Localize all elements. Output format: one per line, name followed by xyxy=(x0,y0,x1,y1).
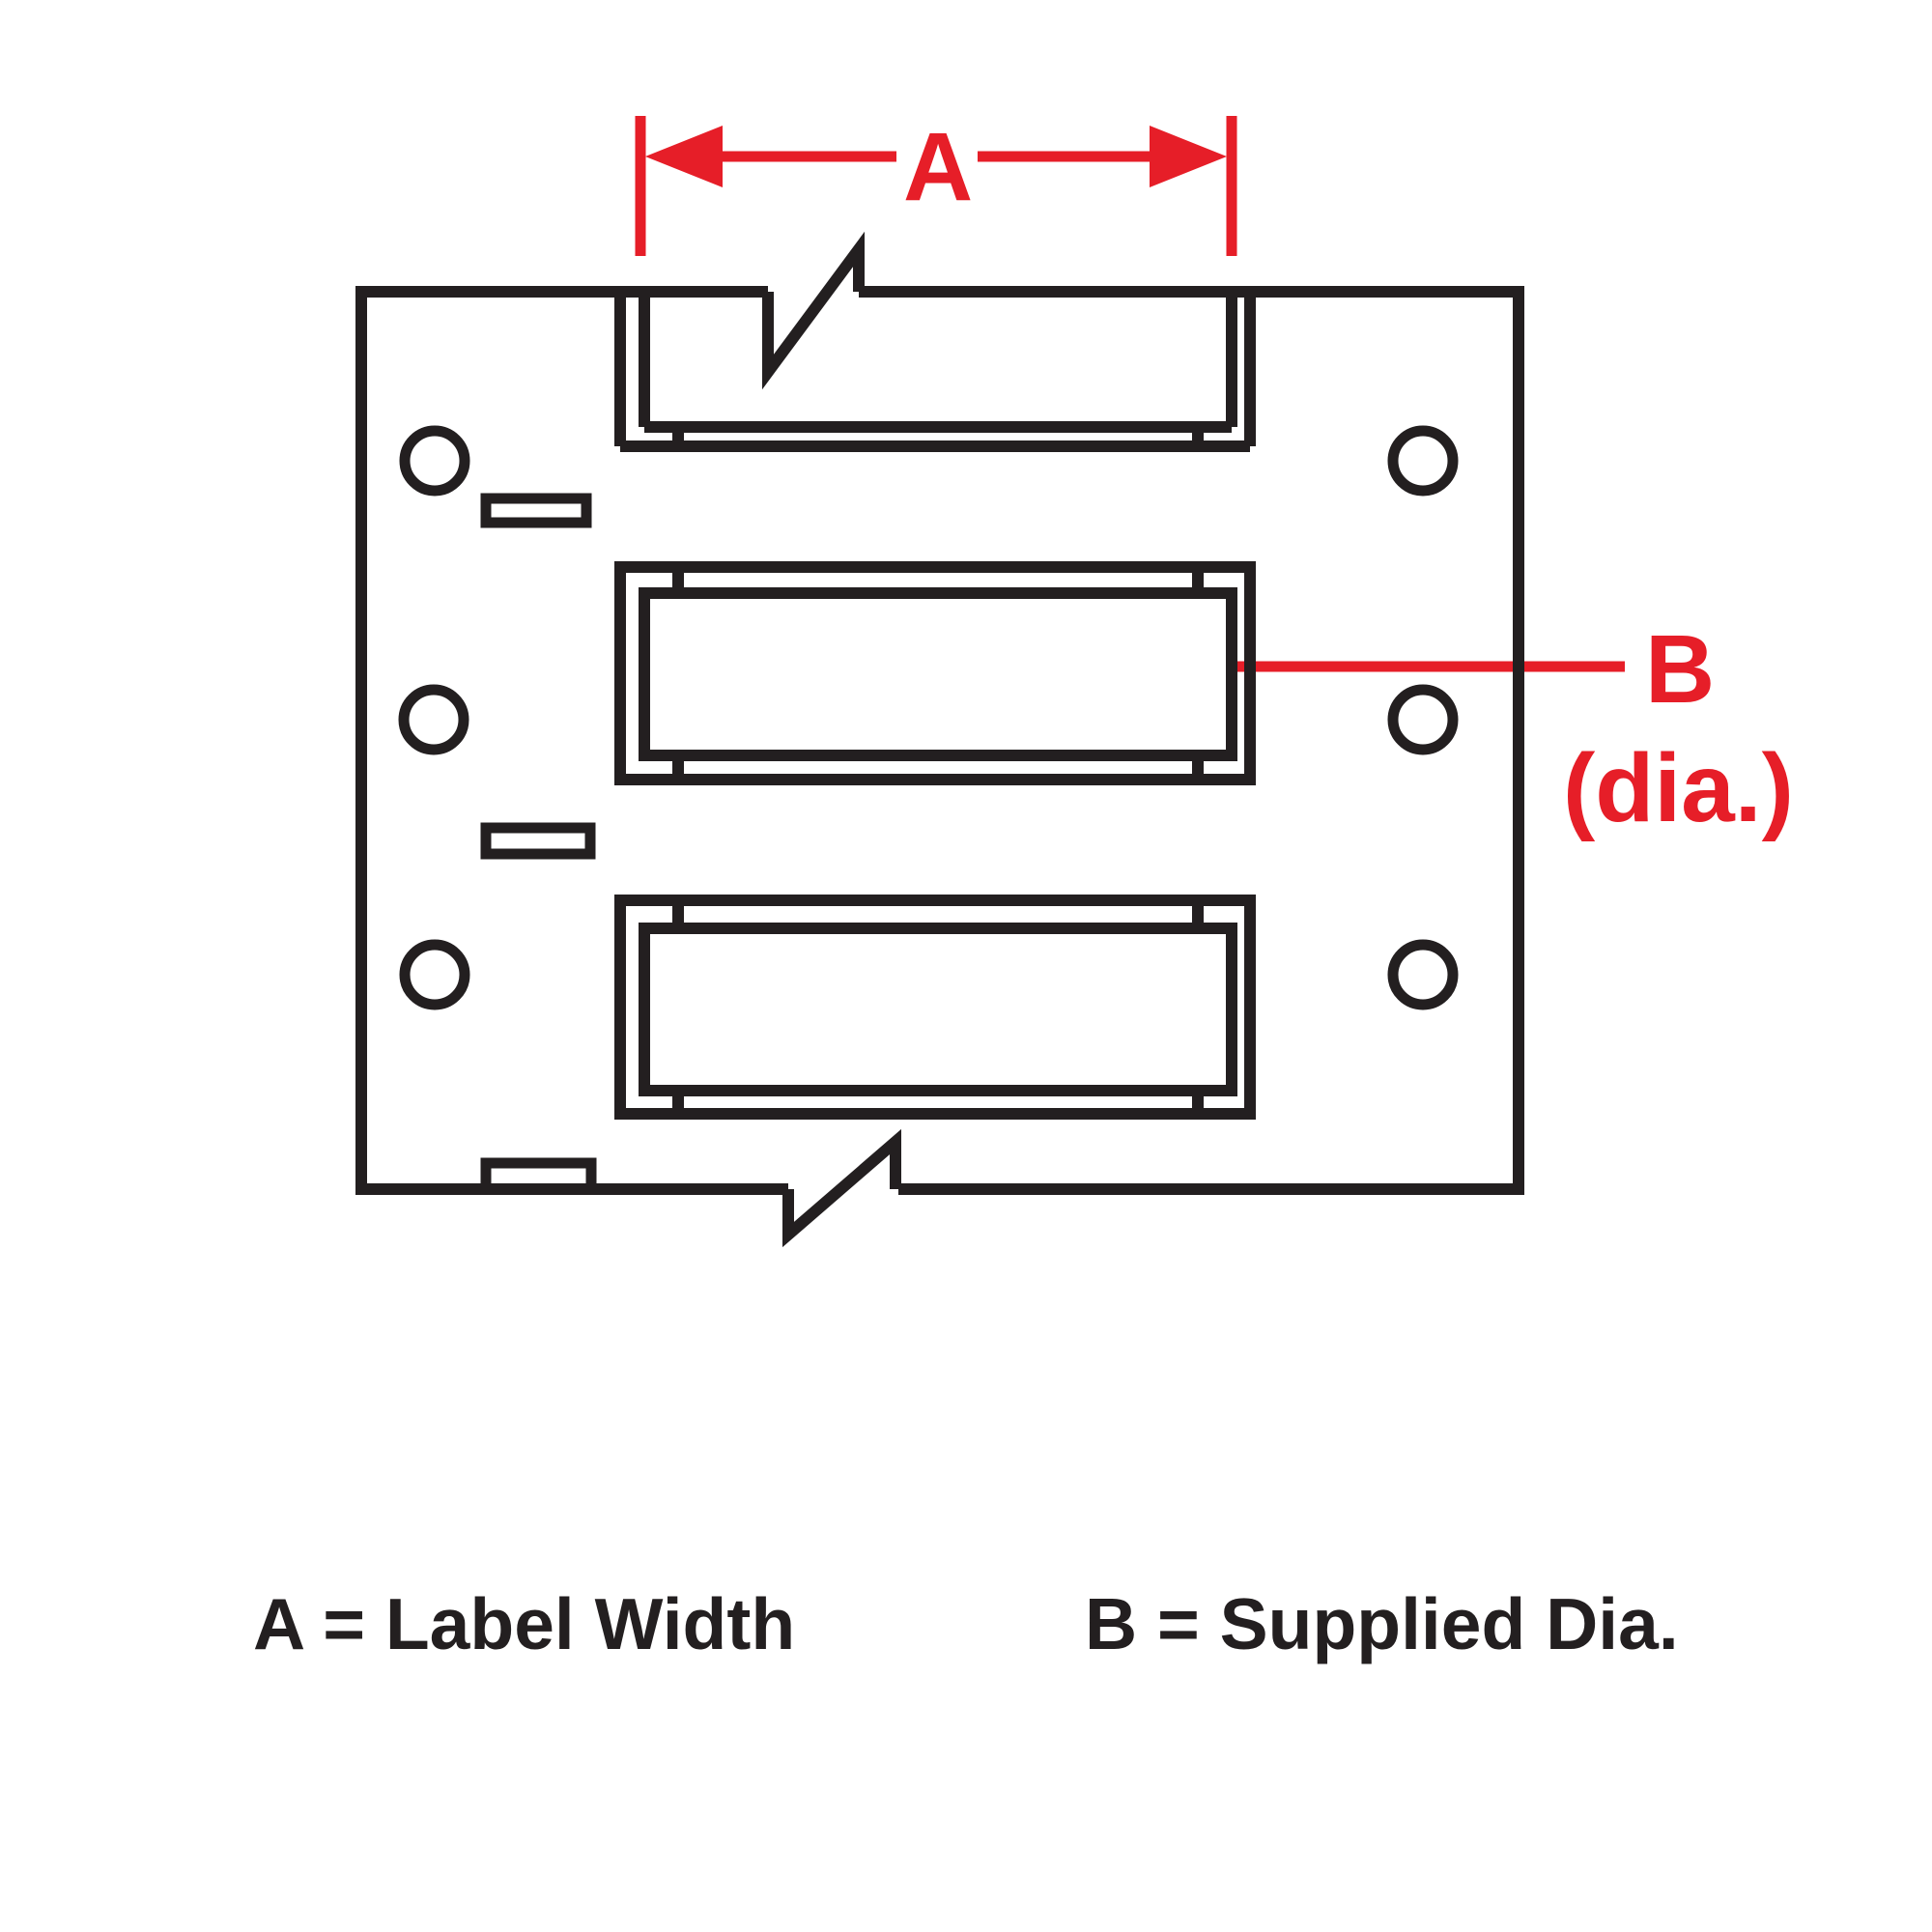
dim-a-label: A xyxy=(903,113,974,221)
sleeve2-inner xyxy=(639,587,1237,761)
dim-a-arrow xyxy=(635,116,1237,256)
caption-label-width: A = Label Width xyxy=(253,1583,796,1664)
registration-slots xyxy=(480,493,597,1195)
feed-hole-left-3 xyxy=(399,939,470,1010)
sleeve-row-bottom xyxy=(614,895,1256,1120)
top-break-zigzag xyxy=(762,231,865,390)
sleeve-row-top xyxy=(614,292,1256,452)
dim-a-arrowhead-left xyxy=(645,126,723,187)
bottom-break-zigzag xyxy=(782,1128,901,1248)
caption-supplied-dia: B = Supplied Dia. xyxy=(1085,1583,1679,1664)
sleeve2-outer xyxy=(614,561,1256,785)
slot-3 xyxy=(480,1157,597,1195)
slot-2 xyxy=(480,822,596,860)
dim-a-arrowhead-right xyxy=(1150,126,1227,187)
feed-hole-right-2 xyxy=(1387,684,1459,755)
slot-1 xyxy=(480,493,592,528)
sleeve-row-middle xyxy=(614,561,1256,785)
dim-b-sublabel: (dia.) xyxy=(1563,734,1794,842)
feed-hole-left-2 xyxy=(398,684,469,755)
sleeve3-outer xyxy=(614,895,1256,1120)
feed-hole-right-1 xyxy=(1387,425,1459,497)
feed-hole-left-1 xyxy=(399,425,470,497)
sleeve1-fold-steps xyxy=(672,427,1204,446)
dim-b-label: B xyxy=(1645,615,1716,724)
sleeve3-fold-steps xyxy=(672,900,1204,1114)
sleeve2-fold-steps xyxy=(672,567,1204,780)
feed-hole-right-3 xyxy=(1387,939,1459,1010)
carrier-right-outline xyxy=(859,286,1524,1195)
feed-holes xyxy=(398,425,1459,1010)
sleeve3-inner xyxy=(639,923,1237,1096)
